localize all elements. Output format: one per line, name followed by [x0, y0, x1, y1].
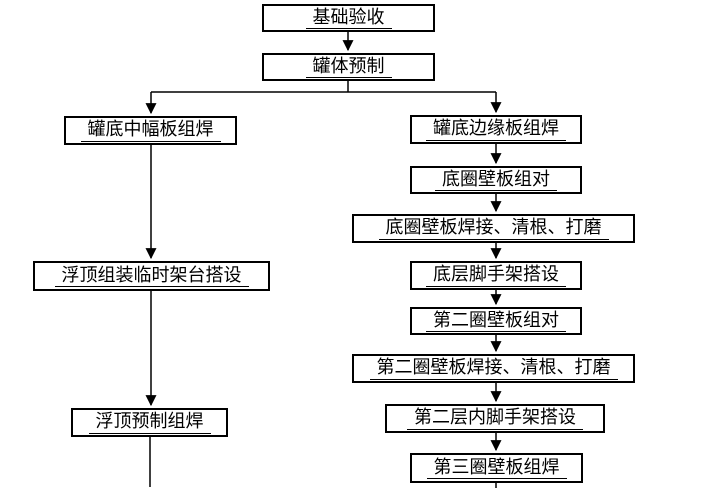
flow-node-first-ring-shell-weld-grind: 底圈壁板焊接、清根、打磨	[352, 214, 635, 243]
flow-node-tank-body-prefabrication: 罐体预制	[262, 53, 435, 81]
flow-node-third-ring-shell-plate-welding: 第三圈壁板组焊	[410, 453, 583, 483]
flow-node-floating-roof-temp-platform: 浮顶组装临时架台搭设	[33, 261, 270, 291]
flow-node-label: 罐底中幅板组焊	[80, 119, 221, 142]
flow-node-label: 底圈壁板焊接、清根、打磨	[378, 217, 609, 240]
flow-node-label: 浮顶组装临时架台搭设	[54, 265, 249, 288]
flow-node-foundation-acceptance: 基础验收	[262, 4, 435, 32]
flow-node-label: 底层脚手架搭设	[426, 264, 566, 287]
flow-node-second-level-inner-scaffold: 第二层内脚手架搭设	[385, 404, 605, 433]
flow-node-label: 第二层内脚手架搭设	[407, 407, 583, 430]
flow-node-label: 罐体预制	[305, 56, 392, 79]
flow-node-second-ring-shell-weld-grind: 第二圈壁板焊接、清根、打磨	[352, 354, 635, 383]
flow-node-second-ring-shell-plate-fitup: 第二圈壁板组对	[410, 307, 582, 335]
flow-node-bottom-scaffold-erection: 底层脚手架搭设	[410, 261, 582, 290]
flow-node-label: 第二圈壁板组对	[426, 310, 566, 333]
flow-node-label: 第三圈壁板组焊	[426, 457, 567, 480]
flow-node-tank-bottom-edge-plate-welding: 罐底边缘板组焊	[410, 115, 582, 144]
flow-node-label: 基础验收	[305, 7, 392, 30]
flow-node-label: 底圈壁板组对	[435, 169, 557, 192]
flow-node-tank-bottom-center-plate-welding: 罐底中幅板组焊	[64, 116, 237, 145]
flow-node-label: 第二圈壁板焊接、清根、打磨	[369, 357, 618, 380]
flow-node-first-ring-shell-plate-fitup: 底圈壁板组对	[410, 166, 582, 194]
flow-node-label: 罐底边缘板组焊	[426, 118, 566, 141]
flow-node-floating-roof-prefab-welding: 浮顶预制组焊	[71, 408, 228, 437]
flow-node-label: 浮顶预制组焊	[88, 411, 211, 434]
